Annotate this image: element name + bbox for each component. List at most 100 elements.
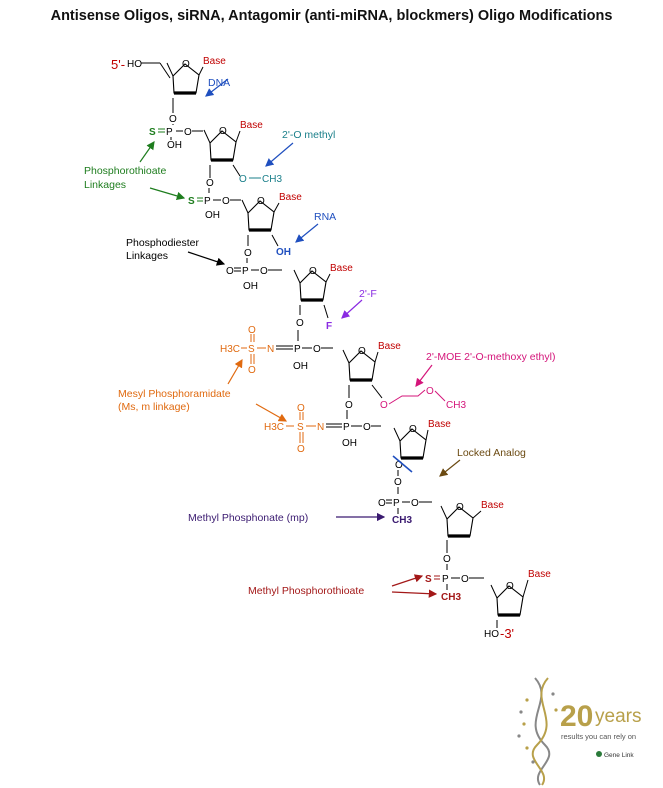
- o-atom: O: [184, 127, 192, 138]
- p-atom: P: [442, 574, 449, 585]
- p-atom: P: [204, 196, 211, 207]
- oh-atom: OH: [342, 438, 357, 449]
- logo-tagline: results you can rely on: [561, 732, 636, 741]
- p-atom: P: [166, 127, 173, 138]
- oh-atom: OH: [243, 281, 258, 292]
- o-atom: O: [297, 403, 305, 414]
- o-atom: O: [395, 460, 403, 471]
- h3c-atom: H3C: [264, 422, 284, 433]
- ch3-atom: CH3: [446, 400, 466, 411]
- c5-bond: [342, 349, 350, 364]
- base-label-8: Base: [528, 569, 551, 580]
- c5-bond: [440, 505, 448, 520]
- sulfur-atom: S: [188, 196, 195, 207]
- c5-bond: [393, 427, 401, 442]
- phosphorothioate-label-line-2: Linkages: [84, 179, 126, 191]
- base-label-1: Base: [203, 56, 226, 67]
- phosphodiester-label: Phosphodiester: [126, 237, 199, 249]
- base-label-6: Base: [428, 419, 451, 430]
- logo-years-number: 20: [560, 700, 593, 733]
- o-atom: O: [248, 325, 256, 336]
- base-label-2: Base: [240, 120, 263, 131]
- o-methyl-label: 2'-O methyl: [282, 129, 335, 141]
- dna-helix-icon: [517, 677, 558, 786]
- ho-atom: HO: [484, 629, 499, 640]
- glycosidic-bond: [273, 202, 280, 213]
- o-atom: O: [296, 318, 304, 329]
- o-atom: O: [260, 266, 268, 277]
- ho-atom: HO: [127, 59, 142, 70]
- oh-atom: OH: [276, 247, 291, 258]
- three-prime-label: -3': [500, 626, 514, 641]
- locked-analog-label: Locked Analog: [457, 447, 526, 459]
- o-atom: O: [239, 174, 247, 185]
- sugar-ring-1: [172, 63, 200, 94]
- glycosidic-bond: [522, 579, 529, 598]
- fluorine-atom: F: [326, 321, 332, 332]
- page-title: Antisense Oligos, siRNA, Antagomir (anti…: [50, 8, 613, 24]
- oh-atom: OH: [205, 210, 220, 221]
- sulfur-atom: S: [297, 422, 304, 433]
- h3c-atom: H3C: [220, 344, 240, 355]
- gene-link-mark-icon: [596, 751, 602, 757]
- phosphodiester-label-line-2: Linkages: [126, 250, 168, 262]
- sugar-ring-7: [446, 506, 474, 537]
- o-atom: O: [345, 400, 353, 411]
- c5-bond: [166, 62, 174, 77]
- sugar-ring-4: [299, 270, 327, 301]
- glycosidic-bond: [374, 351, 379, 363]
- o-atom: O: [363, 422, 371, 433]
- ring-oxygen-atom: O: [257, 196, 265, 207]
- o-atom: O: [378, 498, 386, 509]
- mesyl-label: Mesyl Phosphoramidate: [118, 388, 231, 400]
- o-atom: O: [248, 365, 256, 376]
- o-atom: O: [169, 114, 177, 125]
- methyl-phosphonate-label: Methyl Phosphonate (mp): [188, 512, 308, 524]
- ring-oxygen-atom: O: [506, 581, 514, 592]
- base-label-3: Base: [279, 192, 302, 203]
- p-atom: P: [294, 344, 301, 355]
- mesyl-label-line-2: (Ms, m linkage): [118, 401, 190, 413]
- gene-link-logo: 20 years results you can rely on Gene Li…: [517, 677, 641, 786]
- moe-label: 2'-MOE 2'-O-methoxy ethyl): [426, 351, 555, 363]
- five-prime-label: 5'-: [111, 57, 125, 72]
- ring-oxygen-atom: O: [456, 502, 464, 513]
- p-atom: P: [343, 422, 350, 433]
- n-atom: N: [267, 344, 274, 355]
- p-atom: P: [393, 498, 400, 509]
- ring-oxygen-atom: O: [358, 346, 366, 357]
- logo-years-word: years: [595, 706, 641, 727]
- ring-oxygen-atom: O: [219, 126, 227, 137]
- o-atom: O: [443, 554, 451, 565]
- ch3-atom: CH3: [441, 592, 461, 603]
- o-atom: O: [226, 266, 234, 277]
- p-atom: P: [242, 266, 249, 277]
- sugar-ring-5: [348, 350, 376, 381]
- o-atom: O: [244, 248, 252, 259]
- n-atom: N: [317, 422, 324, 433]
- dna-label: DNA: [208, 77, 230, 89]
- glycosidic-bond: [325, 273, 331, 283]
- glycosidic-bond: [235, 130, 241, 143]
- sugar-ring-3: [247, 200, 275, 231]
- ring-oxygen-atom: O: [309, 266, 317, 277]
- c5-bond: [293, 269, 301, 284]
- fluoro-label: 2'-F: [359, 288, 377, 300]
- o-atom: O: [222, 196, 230, 207]
- o-atom: O: [297, 444, 305, 455]
- base-label-5: Base: [378, 341, 401, 352]
- c5-bond: [203, 129, 211, 144]
- sulfur-atom: S: [149, 127, 156, 138]
- c5-bond: [490, 584, 498, 599]
- logo-brand: Gene Link: [604, 752, 634, 759]
- o-atom: O: [426, 386, 434, 397]
- o-atom: O: [313, 344, 321, 355]
- o-atom: O: [461, 574, 469, 585]
- ring-oxygen-atom: O: [182, 59, 190, 70]
- glycosidic-bond: [198, 66, 204, 76]
- ch3-atom: CH3: [262, 174, 282, 185]
- o-atom: O: [394, 477, 402, 488]
- oh-atom: OH: [167, 140, 182, 151]
